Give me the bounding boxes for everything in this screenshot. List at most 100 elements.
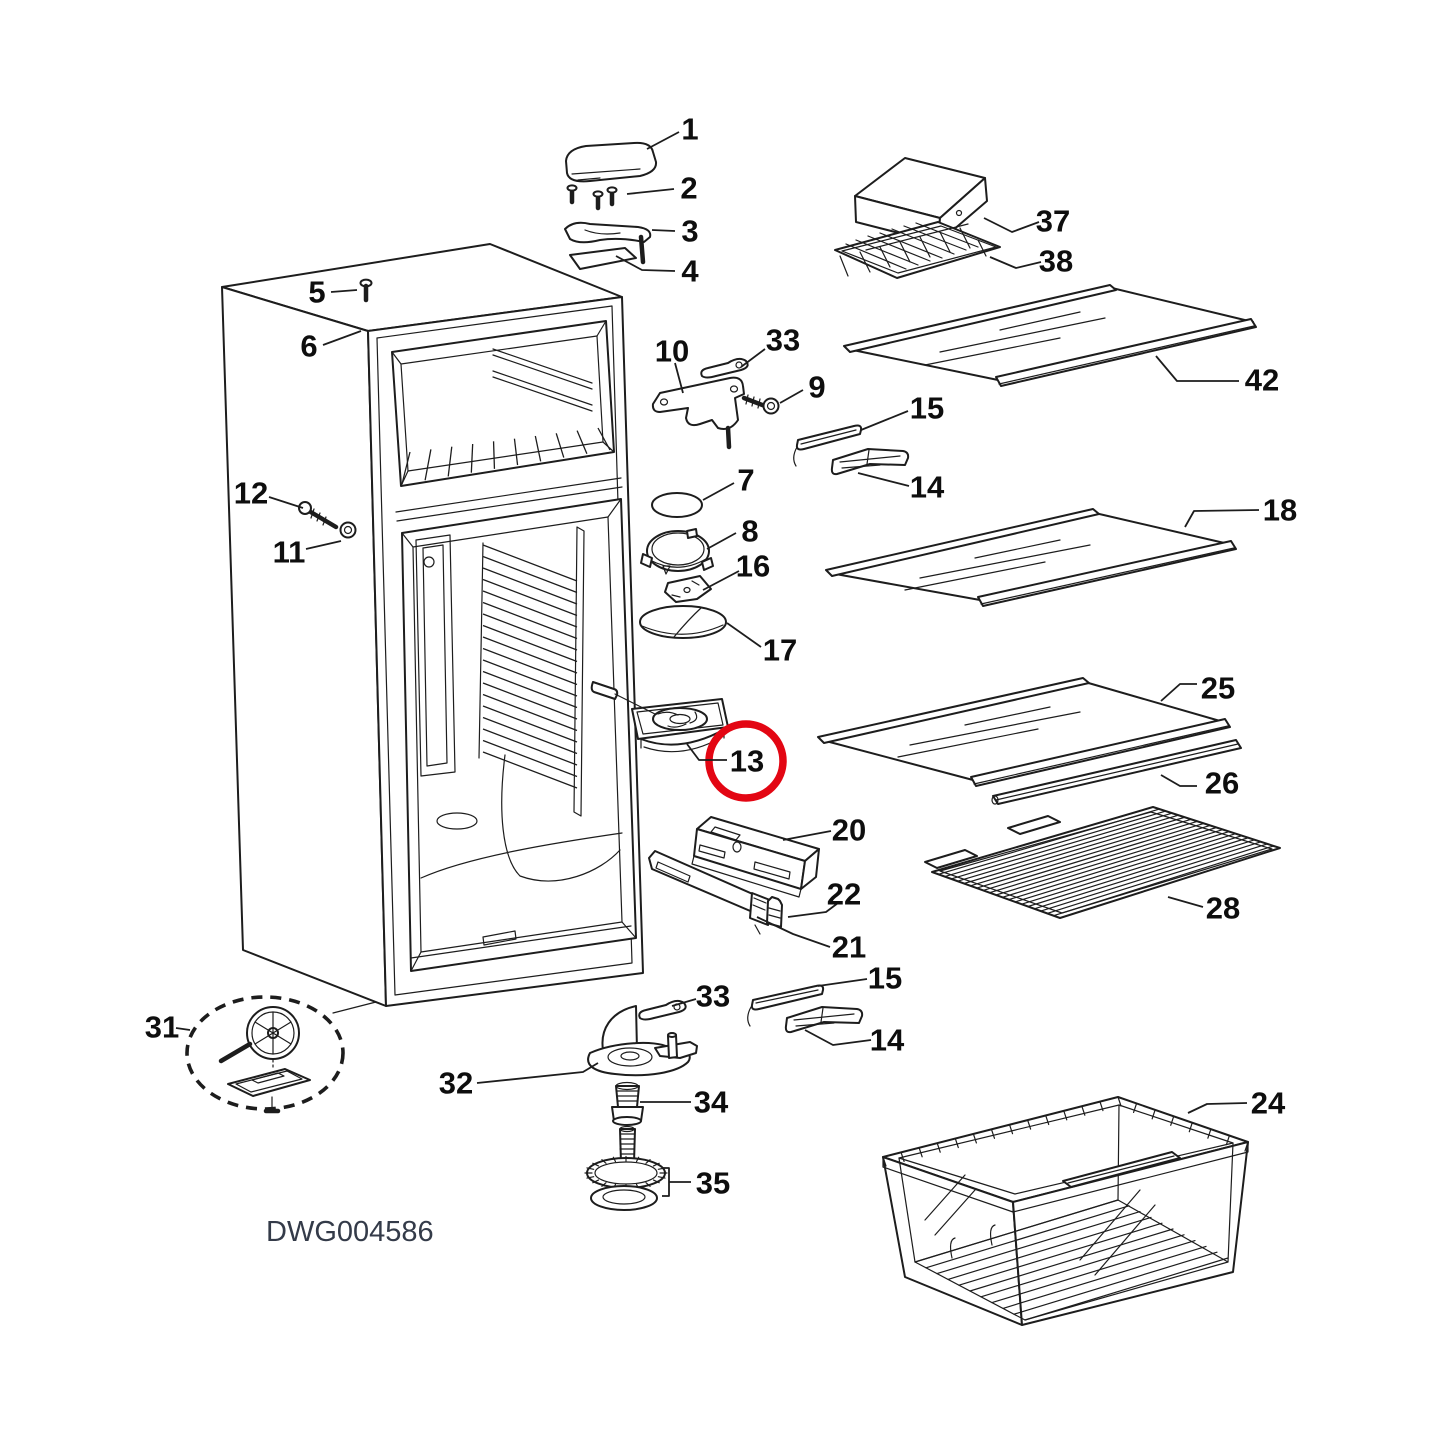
- callout-24: 24: [1251, 1086, 1286, 1121]
- leader-28: [1167, 896, 1204, 908]
- leader-13: [686, 743, 727, 761]
- part-12-screw: [298, 501, 339, 530]
- leader-3: [651, 229, 676, 232]
- callout-6: 6: [300, 329, 317, 364]
- leader-33: [671, 998, 697, 1007]
- leader-31: [175, 1027, 191, 1031]
- callout-10: 10: [655, 334, 689, 369]
- callout-21: 21: [832, 930, 866, 965]
- leader-14: [804, 1029, 872, 1046]
- part-35-leveling-foot: [584, 1125, 668, 1211]
- leader-26: [1160, 774, 1197, 787]
- part-28-wire-shelf: [924, 806, 1281, 919]
- callout-11: 11: [273, 535, 306, 570]
- part-32-bottom-hinge: [587, 1005, 698, 1077]
- leader-14: [857, 472, 910, 487]
- part-5-screw: [359, 278, 373, 303]
- callout-22: 22: [827, 877, 861, 912]
- callout-7: 7: [737, 463, 754, 498]
- callout-16: 16: [736, 549, 770, 584]
- part-34-bushing: [611, 1081, 644, 1126]
- leader-15: [817, 978, 868, 987]
- part-8-fan-motor: [640, 528, 714, 575]
- callout-4: 4: [681, 254, 699, 289]
- callout-32: 32: [439, 1066, 473, 1101]
- leader-42: [1155, 355, 1239, 382]
- leader-38: [989, 256, 1042, 269]
- leader-12: [268, 496, 304, 509]
- leader-4: [615, 255, 676, 272]
- callout-15: 15: [868, 961, 902, 996]
- part-17-cover-disc: [639, 605, 727, 639]
- leader-1: [646, 131, 680, 150]
- part-21-panel: [648, 850, 771, 935]
- callout-18: 18: [1263, 493, 1297, 528]
- part-33-door-lever-upper: [700, 357, 749, 379]
- part-22-clip: [766, 896, 783, 928]
- callout-42: 42: [1245, 363, 1279, 398]
- part-25-glass-shelf: [817, 677, 1231, 787]
- leader-2: [626, 188, 675, 195]
- part-24-crisper-bin: [882, 1096, 1249, 1326]
- evaporator-fins: [482, 544, 578, 789]
- leader-18: [1184, 509, 1260, 528]
- part-7-gasket: [651, 492, 703, 518]
- part-2-screws: [566, 184, 618, 211]
- callout-34: 34: [694, 1085, 729, 1120]
- part-11-ring: [339, 521, 357, 539]
- callout-28: 28: [1206, 891, 1240, 926]
- callout-2: 2: [680, 171, 697, 206]
- callout-20: 20: [832, 813, 866, 848]
- leader-15: [860, 410, 909, 431]
- part-26-shelf-trim: [991, 739, 1242, 805]
- callout-3: 3: [681, 214, 698, 249]
- leader-5: [330, 289, 358, 293]
- leader-11: [305, 540, 342, 550]
- callout-25: 25: [1201, 671, 1235, 706]
- callout-1: 1: [681, 112, 698, 147]
- callout-layer: 1234567891011121314151617182021222425262…: [145, 112, 1297, 1201]
- leader-7: [702, 482, 735, 501]
- callout-37: 37: [1036, 204, 1070, 239]
- part-13-evaporator-fan: [590, 681, 729, 753]
- leader-6: [322, 330, 362, 346]
- highlight-circle: [705, 720, 787, 802]
- leader-32: [476, 1062, 599, 1084]
- leader-22: [787, 902, 839, 918]
- callout-5: 5: [308, 275, 325, 310]
- leader-21: [756, 916, 831, 948]
- part-10-hinge-bracket: [651, 376, 745, 450]
- leader-9: [779, 389, 804, 404]
- callout-26: 26: [1205, 766, 1239, 801]
- callout-33: 33: [766, 323, 800, 358]
- drawing-code: DWG004586: [266, 1216, 434, 1248]
- callout-35: 35: [696, 1166, 730, 1201]
- freezer-wire-shelf: [401, 427, 611, 485]
- leader-25: [1160, 683, 1197, 702]
- leader-17: [726, 622, 762, 648]
- callout-15: 15: [910, 391, 944, 426]
- part-3-hinge-plate: [564, 221, 652, 265]
- callout-38: 38: [1039, 244, 1073, 279]
- part-14-handle-lower: [784, 1006, 864, 1034]
- leader-10: [674, 362, 684, 394]
- callout-17: 17: [763, 633, 797, 668]
- callout-12: 12: [234, 476, 268, 511]
- part-16-bracket: [664, 575, 712, 603]
- leader-20: [782, 830, 832, 841]
- part-4-wedge: [569, 247, 637, 270]
- callout-14: 14: [870, 1023, 905, 1058]
- part-38-ice-tray: [834, 221, 1001, 279]
- leader-16: [702, 570, 740, 591]
- part-42-glass-shelf: [843, 284, 1257, 387]
- leader-24: [1187, 1102, 1248, 1114]
- leader-37: [983, 217, 1040, 233]
- part-1-top-hinge-cover: [565, 141, 658, 183]
- part-9-screw: [741, 394, 780, 415]
- callout-14: 14: [910, 470, 945, 505]
- callout-9: 9: [808, 370, 825, 405]
- callout-8: 8: [741, 514, 758, 549]
- callout-31: 31: [145, 1010, 179, 1045]
